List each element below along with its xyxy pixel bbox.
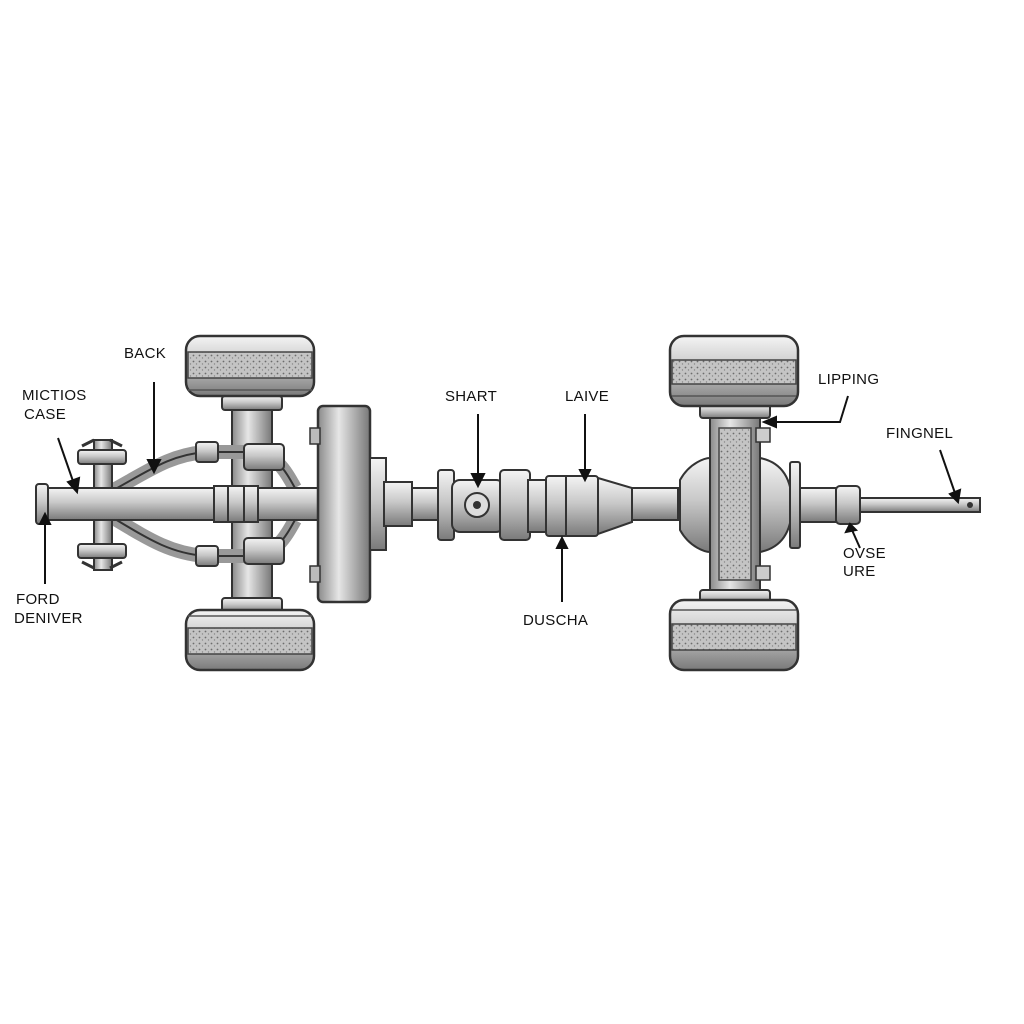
leader-lines — [38, 382, 962, 602]
label-mictios-case-line2: CASE — [24, 406, 67, 423]
label-duscha: DUSCHA — [523, 612, 589, 629]
label-ovse-ure-line2: URE — [843, 563, 876, 580]
label-laive: LAIVE — [565, 388, 610, 405]
drive-shaft — [527, 475, 679, 537]
label-ford-deniver-line1: FORD — [16, 591, 60, 608]
label-ford-deniver-line2: DENIVER — [14, 610, 83, 627]
universal-joint — [437, 469, 531, 541]
front-upper-wheel — [184, 334, 316, 398]
transmission-housing — [309, 404, 413, 604]
label-lipping: LIPPING — [818, 371, 880, 388]
label-back: BACK — [124, 345, 167, 362]
output-shaft — [799, 485, 981, 525]
front-lower-wheel — [184, 608, 316, 672]
label-ovse-ure-line1: OVSE — [843, 545, 886, 562]
rear-upper-wheel — [668, 334, 800, 408]
label-mictios-case-line1: MICTIOS — [22, 387, 87, 404]
rear-lower-wheel — [668, 598, 800, 672]
label-fingnel: FINGNEL — [886, 425, 954, 442]
label-shart: SHART — [445, 388, 498, 405]
rear-axle — [679, 403, 801, 606]
steering-linkage — [106, 441, 302, 567]
